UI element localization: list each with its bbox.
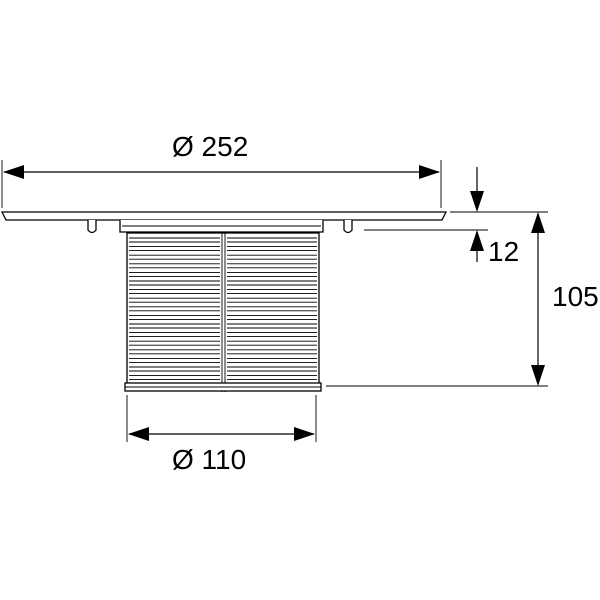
ribbed-pipe-body: [126, 232, 320, 392]
dimension-top-diameter: Ø 252: [1, 131, 442, 208]
dimension-flange-thickness: 12: [364, 167, 548, 267]
dimension-pipe-diameter: Ø 110: [126, 395, 317, 475]
flange-thickness-label: 12: [488, 236, 519, 267]
pipe-diameter-label: Ø 110: [172, 444, 246, 475]
flange-plate: [0, 211, 448, 221]
collar: [119, 220, 324, 233]
total-height-label: 105: [552, 281, 599, 312]
dimension-total-height: 105: [326, 212, 599, 387]
bottom-ring: [124, 382, 322, 392]
top-diameter-label: Ø 252: [172, 131, 248, 162]
